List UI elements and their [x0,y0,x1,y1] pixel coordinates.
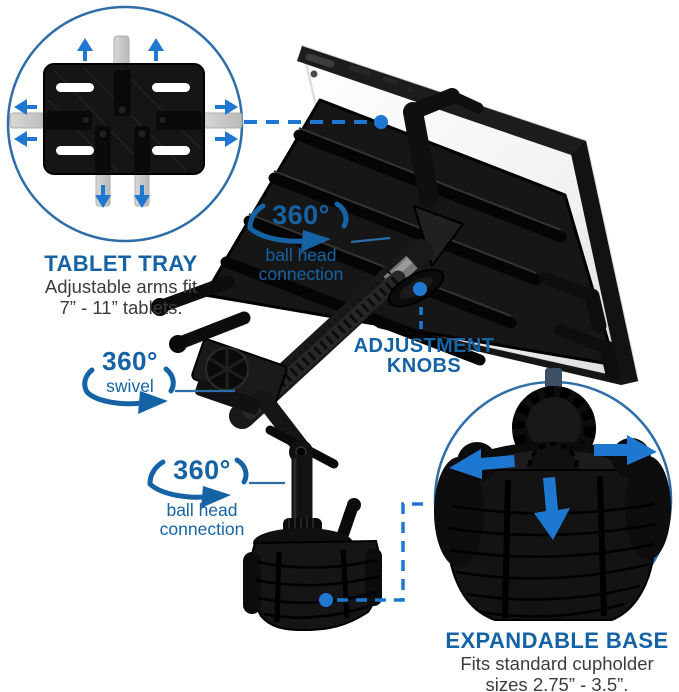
tablet-tray-heading: TABLET TRAY [44,251,198,276]
swivel-clamp [191,338,288,415]
ball-head-line2: connection [159,519,245,539]
ball-head-line2: connection [258,264,344,284]
degree-360-label: 360° [272,200,330,230]
expand-arrow-icons [14,38,238,208]
expand-arrow-icons [449,435,657,540]
expandable-base-label: EXPANDABLE BASE Fits standard cupholder … [445,629,668,692]
adjustment-knobs-line1: ADJUSTMENT [353,335,495,357]
swivel-callout: 360° swivel [102,346,158,396]
tablet-camera [310,70,318,78]
lower-ball-joint [254,389,339,535]
swivel-label: swivel [106,376,154,396]
tablet-tray-label: TABLET TRAY Adjustable arms fit 7” - 11”… [44,251,198,319]
tablet-tray-description-line1: Adjustable arms fit [44,276,198,297]
rotation-arrow-icon [82,366,176,414]
tablet-tray-description-line2: 7” - 11” tablets. [59,297,183,318]
callout-connectors [175,115,430,607]
ball-head-bottom-callout: 360° ball head connection [160,457,245,539]
expandable-base-heading: EXPANDABLE BASE [445,628,669,653]
degree-360-label: 360° [102,346,158,376]
ball-head-line1: ball head [166,500,238,520]
cup-base [243,498,382,632]
rotation-arrow-icon [247,201,349,252]
adjustment-knobs-callout: ADJUSTMENT KNOBS [354,336,495,376]
expandable-base-description-line1: Fits standard cupholder [460,653,654,674]
expandable-base-description-line2: sizes 2.75” - 3.5”. [485,674,629,692]
expandable-base-inset [433,368,673,621]
tablet-speaker [305,53,335,68]
degree-360-label: 360° [173,455,231,485]
ball-head-top-callout: 360° ball head connection [259,202,344,284]
tablet-tray-inset [6,5,244,243]
adjustment-knobs-line2: KNOBS [386,355,462,377]
cupholder-tablet-mount-photo [151,45,639,632]
ball-head-line1: ball head [265,245,337,265]
rotation-arrow-icon [147,457,249,508]
